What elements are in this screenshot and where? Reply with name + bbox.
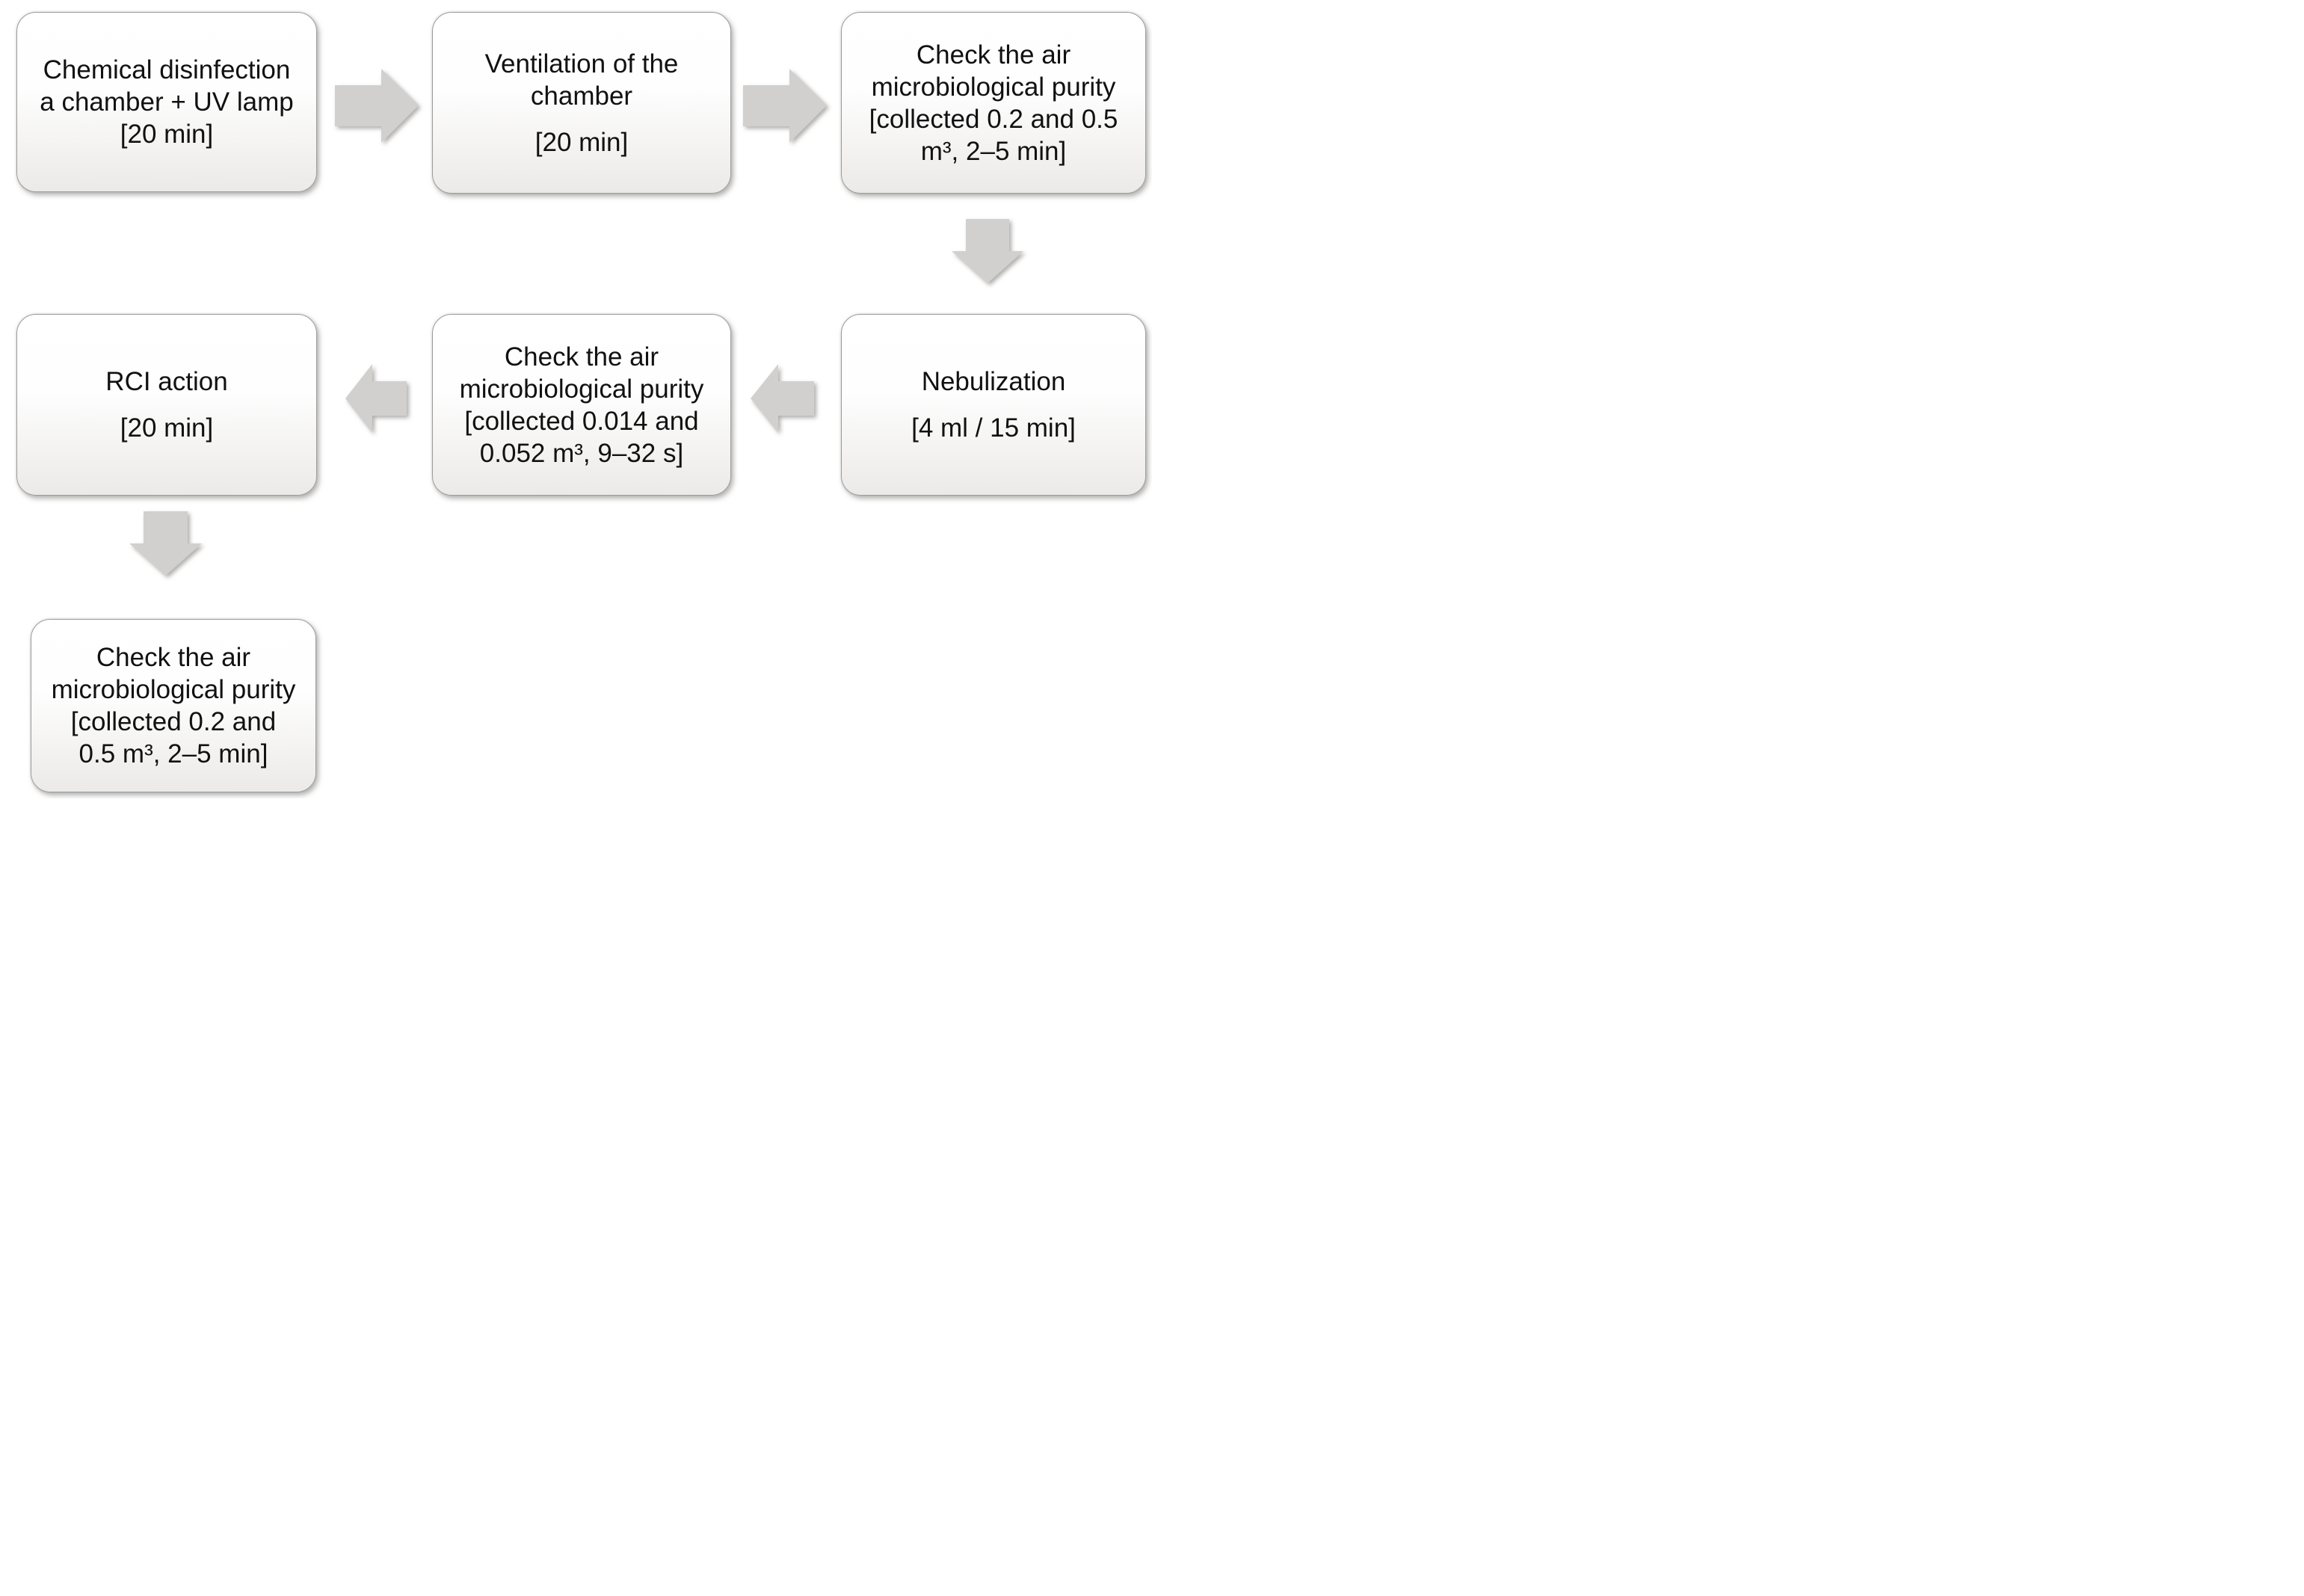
flow-step-duration: [4 ml / 15 min]	[911, 413, 1076, 443]
flow-step-check-air-purity-2: Check the air microbiological purity [co…	[432, 314, 731, 496]
flow-step-check-air-purity-1: Check the air microbiological purity [co…	[841, 12, 1146, 194]
flow-step-label: Check the air microbiological purity [co…	[459, 342, 704, 468]
flow-step-rci-action: RCI action [20 min]	[16, 314, 317, 496]
flowchart-canvas: Chemical disinfection a chamber + UV lam…	[0, 0, 1152, 798]
flow-step-label: Check the air microbiological purity [co…	[869, 40, 1118, 166]
down-arrow-icon	[952, 219, 1023, 283]
flow-step-chemical-disinfection: Chemical disinfection a chamber + UV lam…	[16, 12, 317, 192]
flow-step-label: Nebulization	[921, 367, 1066, 396]
flow-step-duration: [20 min]	[535, 127, 629, 157]
right-arrow-icon	[335, 69, 419, 143]
flow-step-check-air-purity-3: Check the air microbiological purity [co…	[31, 619, 316, 792]
flow-step-label: RCI action	[105, 367, 228, 396]
left-arrow-icon	[345, 364, 407, 433]
flow-step-label: Ventilation of the chamber	[484, 49, 679, 111]
flow-step-label: Chemical disinfection a chamber + UV lam…	[40, 55, 294, 149]
flow-step-nebulization: Nebulization [4 ml / 15 min]	[841, 314, 1146, 496]
left-arrow-icon	[751, 364, 814, 433]
flow-step-duration: [20 min]	[120, 413, 214, 443]
flow-step-label: Check the air microbiological purity [co…	[51, 643, 296, 768]
right-arrow-icon	[743, 69, 827, 143]
down-arrow-icon	[129, 511, 202, 576]
flow-step-ventilation: Ventilation of the chamber [20 min]	[432, 12, 731, 194]
